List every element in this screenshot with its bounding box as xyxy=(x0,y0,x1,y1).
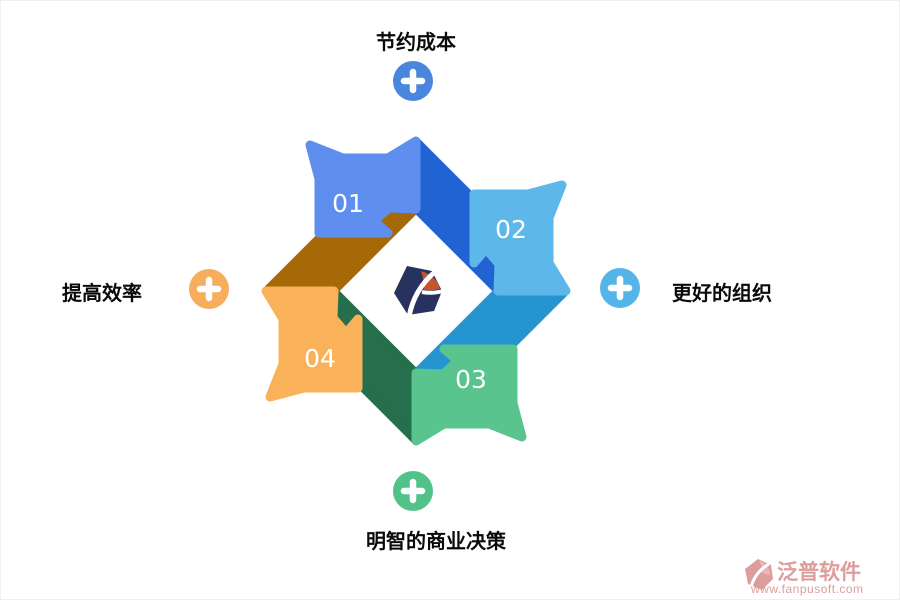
plus-icon-top[interactable] xyxy=(393,61,433,101)
center-logo xyxy=(394,266,444,318)
label-improve-efficiency: 提高效率 xyxy=(62,283,142,305)
step-number-04: 04 xyxy=(304,344,336,373)
watermark-brand-text: 泛普软件 xyxy=(777,561,861,584)
plus-glyph xyxy=(607,275,633,301)
logo-orange-segment xyxy=(421,271,440,291)
step-number-02: 02 xyxy=(495,215,527,244)
plus-icon-right[interactable] xyxy=(600,268,640,308)
step-number-01: 01 xyxy=(332,189,364,218)
plus-glyph xyxy=(400,68,426,94)
ribbon-arrow-02 xyxy=(469,180,571,296)
watermark-logo-icon xyxy=(745,559,773,590)
plus-icon-left[interactable] xyxy=(189,269,229,309)
watermark-swoosh xyxy=(749,562,770,588)
plus-glyph xyxy=(400,478,426,504)
ribbon-arrow-03 xyxy=(411,344,527,446)
ribbon-arrow-04 xyxy=(261,286,363,402)
label-save-costs: 节约成本 xyxy=(376,32,456,54)
step-number-03: 03 xyxy=(455,365,487,394)
label-smart-business-decisions: 明智的商业决策 xyxy=(366,531,506,553)
ribbon-arrow-01 xyxy=(305,136,421,238)
plus-glyph xyxy=(196,276,222,302)
logo-swoosh xyxy=(406,269,438,318)
cycle-diagram: 01 02 03 04 xyxy=(261,136,571,446)
logo-swoosh-2 xyxy=(421,289,444,295)
watermark-url[interactable]: www.fanpusoft.com xyxy=(751,582,864,596)
label-better-organization: 更好的组织 xyxy=(672,283,772,305)
plus-icon-bottom[interactable] xyxy=(393,471,433,511)
